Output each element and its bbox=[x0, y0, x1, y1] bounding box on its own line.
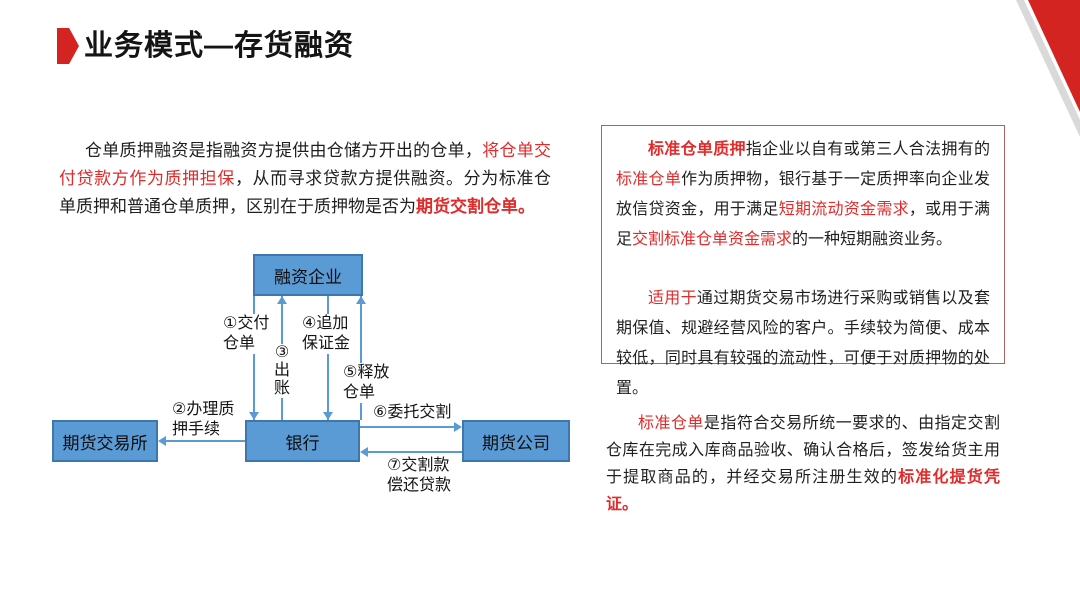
text-segment: 标准化提货凭证。 bbox=[606, 469, 1000, 513]
flow-diagram: ①交付 仓单 ②办理质 押手续 ③ 出 账 ④追加 保证金 ⑤释放 仓单 ⑥委托… bbox=[40, 250, 585, 505]
arrowhead-down-icon bbox=[249, 412, 259, 420]
edge-label-5: ⑤释放 仓单 bbox=[342, 363, 391, 403]
edge-label-line: ⑦交割款 bbox=[387, 457, 450, 474]
info-panel: 标准仓单质押指企业以自有或第三人合法拥有的标准仓单作为质押物，银行基于一定质押率… bbox=[601, 125, 1005, 397]
edge-label-line: 偿还贷款 bbox=[387, 477, 452, 494]
node-futures-firm: 期货公司 bbox=[462, 420, 570, 462]
edge-label-3: ③ 出 账 bbox=[270, 344, 294, 398]
text-segment: 指企业以自有或第三人合法拥有的 bbox=[745, 141, 990, 158]
edge-label-7: ⑦交割款 偿还贷款 bbox=[386, 456, 453, 496]
title-accent-icon bbox=[57, 28, 79, 64]
text-segment: 通过期货交易市场进行采购或销售以及套期保值、规避经营风险的客户。手续较为简便、成… bbox=[616, 290, 990, 397]
line-add-margin bbox=[327, 296, 329, 420]
info-panel-paragraph-1: 标准仓单质押指企业以自有或第三人合法拥有的标准仓单作为质押物，银行基于一定质押率… bbox=[616, 135, 990, 255]
text-segment: 标准仓单 bbox=[616, 171, 682, 188]
text-segment: ，从而寻求贷款方提供融资。分为标准仓单质押和普通仓单质押，区别在于质押物是否为 bbox=[59, 169, 552, 216]
text-segment: 是指符合交易所统一要求的、由指定交割仓库在完成入库商品验收、确认合格后，签发给货… bbox=[606, 415, 1000, 486]
node-futures-exchange: 期货交易所 bbox=[52, 420, 158, 462]
edge-label-line: ④追加 bbox=[302, 315, 349, 332]
edge-label-4: ④追加 保证金 bbox=[301, 314, 352, 354]
edge-label-line: ②办理质 bbox=[172, 401, 235, 418]
edge-label-line: 押手续 bbox=[172, 421, 221, 438]
line-release-receipt bbox=[360, 296, 362, 420]
edge-label-2: ②办理质 押手续 bbox=[171, 400, 236, 440]
arrowhead-down-icon bbox=[323, 412, 333, 420]
text-segment: ，或用于满足 bbox=[616, 201, 990, 248]
arrowhead-left-icon bbox=[360, 447, 368, 457]
edge-label-line: ③ bbox=[274, 344, 290, 361]
text-segment: 标准仓单质押 bbox=[648, 141, 746, 158]
edge-label-1: ①交付 仓单 bbox=[222, 314, 271, 354]
line-deliver-receipt bbox=[253, 296, 255, 420]
text-segment: 适用于 bbox=[648, 290, 697, 307]
info-panel-paragraph-2: 适用于通过期货交易市场进行采购或销售以及套期保值、规避经营风险的客户。手续较为简… bbox=[616, 284, 990, 404]
text-segment: 仓单质押融资是指融资方提供由仓储方开出的仓单， bbox=[85, 141, 483, 160]
arrowhead-up-icon bbox=[277, 296, 287, 304]
edge-label-line: 仓单 bbox=[343, 384, 376, 401]
text-segment: 短期流动资金需求 bbox=[778, 201, 909, 218]
arrowhead-up-icon bbox=[356, 296, 366, 304]
edge-label-line: 出 bbox=[273, 362, 290, 379]
arrowhead-right-icon bbox=[454, 422, 462, 432]
text-segment: 标准仓单 bbox=[638, 415, 704, 432]
line-repay-loan bbox=[368, 451, 462, 453]
edge-label-line: ⑤释放 bbox=[343, 364, 390, 381]
edge-label-line: ①交付 bbox=[223, 315, 270, 332]
node-bank: 银行 bbox=[245, 420, 360, 462]
page-title: 业务模式—存货融资 bbox=[84, 30, 355, 62]
text-segment: 期货交割仓单。 bbox=[416, 197, 535, 216]
edge-label-6: ⑥委托交割 bbox=[372, 403, 453, 423]
note-paragraph: 标准仓单是指符合交易所统一要求的、由指定交割仓库在完成入库商品验收、确认合格后，… bbox=[606, 410, 1000, 518]
corner-ribbon bbox=[1028, 0, 1080, 112]
arrowhead-left-icon bbox=[158, 436, 166, 446]
edge-label-line: 账 bbox=[273, 380, 290, 397]
title-row: 业务模式—存货融资 bbox=[57, 27, 354, 65]
edge-label-line: 保证金 bbox=[302, 335, 351, 352]
text-segment: 交割标准仓单资金需求 bbox=[632, 231, 793, 248]
intro-paragraph: 仓单质押融资是指融资方提供由仓储方开出的仓单，将仓单交付贷款方作为质押担保，从而… bbox=[59, 137, 551, 221]
text-segment: 作为质押物，银行基于一定质押率向企业发放信贷资金，用于满足 bbox=[616, 171, 990, 218]
edge-label-line: 仓单 bbox=[223, 335, 256, 352]
line-entrust-delivery bbox=[360, 426, 454, 428]
edge-label-line: ⑥委托交割 bbox=[373, 404, 452, 421]
text-segment: 的一种短期融资业务。 bbox=[792, 231, 953, 248]
node-financing-company: 融资企业 bbox=[253, 254, 363, 296]
text-segment: 将仓单交付贷款方作为质押担保 bbox=[59, 141, 552, 188]
line-pledge-procedure bbox=[166, 440, 245, 442]
